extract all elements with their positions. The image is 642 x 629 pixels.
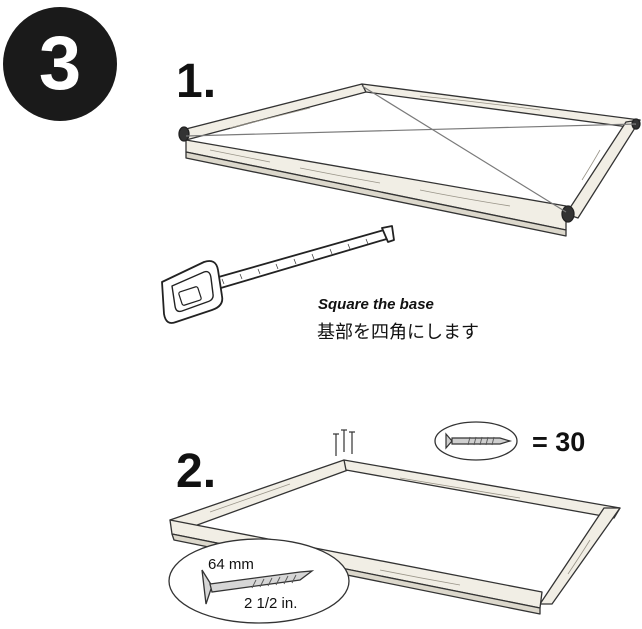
step-number: 3 [38, 21, 82, 106]
substep-1-number: 1. [176, 55, 217, 108]
screw-count-icon [434, 421, 518, 461]
screw-count-label: = 30 [532, 427, 586, 457]
caption-english: Square the base [318, 296, 434, 313]
tape-measure-icon [161, 225, 395, 324]
step-number-badge: 3 [3, 7, 117, 121]
diagonal-strings-icon [185, 85, 637, 213]
screws-inserted-icon [333, 429, 355, 456]
screw-length-mm: 64 mm [208, 556, 254, 573]
caption-japanese: 基部を四角にします [317, 322, 479, 343]
screw-length-in: 2 1/2 in. [244, 595, 298, 612]
wood-frame-1-icon [178, 83, 641, 237]
substep-2-number: 2. [176, 445, 217, 498]
screw-size-icon [168, 538, 350, 624]
